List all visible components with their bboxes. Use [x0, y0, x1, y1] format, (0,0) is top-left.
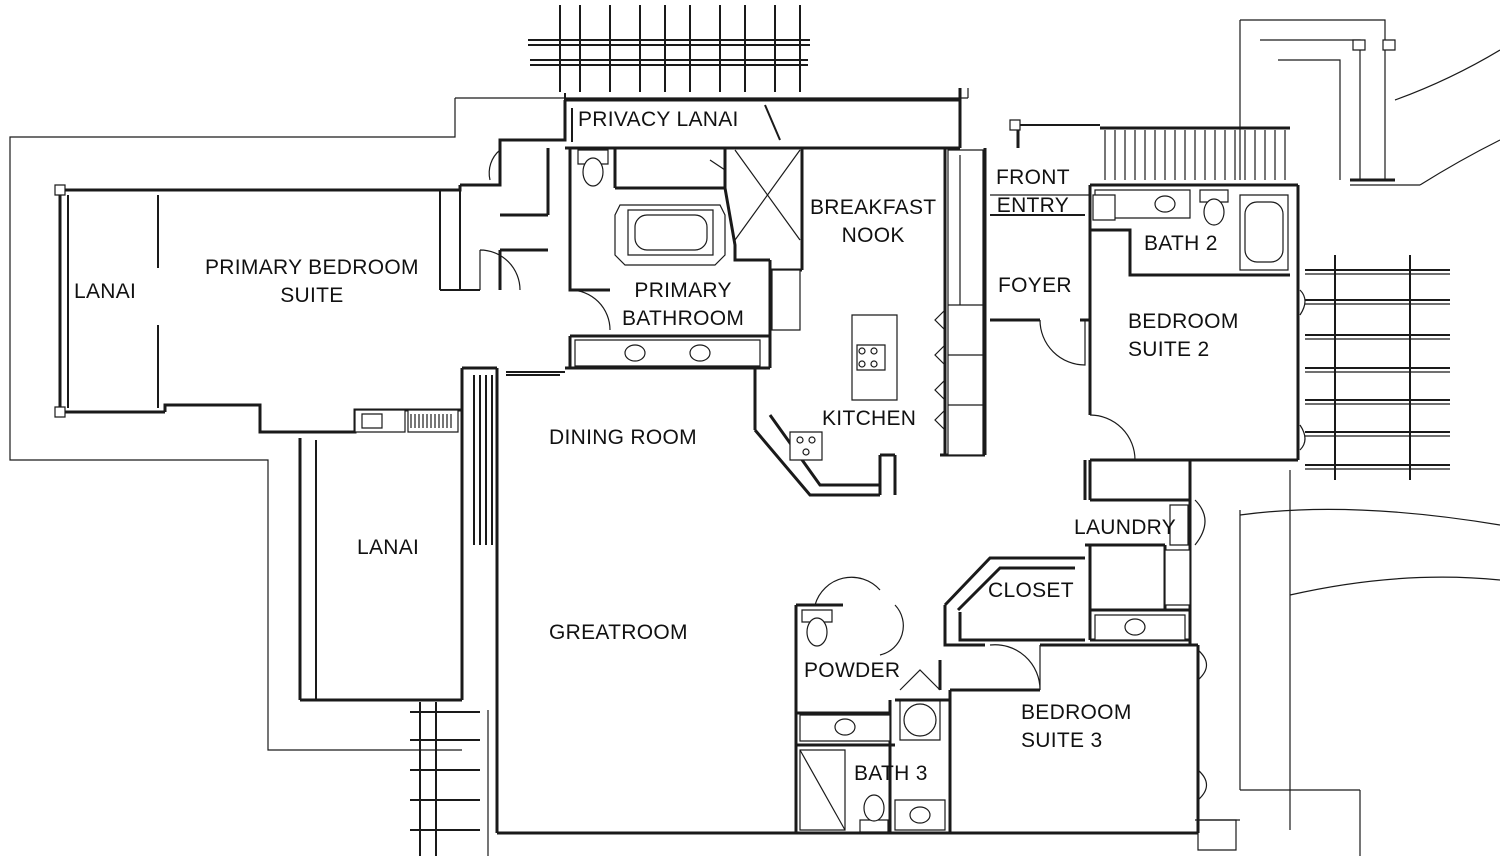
label-lanai-left: LANAI — [74, 280, 137, 303]
label-front-entry: FRONT ENTRY — [996, 164, 1070, 220]
label-breakfast-nook: BREAKFAST NOOK — [810, 194, 936, 250]
label-primary-bedroom-suite-line1: PRIMARY BEDROOM — [205, 256, 419, 279]
label-primary-bedroom-suite-line2: SUITE — [280, 284, 344, 307]
lower-pergola — [410, 702, 488, 856]
entry-door — [990, 195, 1115, 220]
label-breakfast-nook-line1: BREAKFAST — [810, 196, 937, 219]
entry-walkway — [1100, 20, 1500, 185]
label-bedroom-suite-3: BEDROOM SUITE 3 — [1021, 699, 1132, 755]
label-bedroom-suite-3-line2: SUITE 3 — [1021, 729, 1103, 752]
label-bedroom-suite-2: BEDROOM SUITE 2 — [1128, 308, 1239, 364]
label-bedroom-suite-2-line1: BEDROOM — [1128, 310, 1239, 333]
label-privacy-lanai: PRIVACY LANAI — [578, 108, 739, 131]
label-primary-bathroom-line1: PRIMARY — [634, 279, 732, 302]
right-walkway — [1195, 470, 1500, 856]
label-breakfast-nook-line2: NOOK — [841, 224, 905, 247]
label-bedroom-suite-3-line1: BEDROOM — [1021, 701, 1132, 724]
kitchen-casework — [772, 150, 983, 460]
label-kitchen: KITCHEN — [822, 407, 917, 430]
label-bedroom-suite-2-line2: SUITE 2 — [1128, 338, 1210, 361]
label-laundry: LAUNDRY — [1074, 516, 1177, 539]
label-foyer: FOYER — [998, 274, 1072, 297]
label-front-entry-line1: FRONT — [996, 166, 1070, 189]
right-pergola — [1305, 255, 1450, 480]
label-primary-bathroom: PRIMARY BATHROOM — [622, 277, 744, 333]
label-lanai-lower: LANAI — [357, 536, 420, 559]
fixtures — [355, 150, 1288, 832]
label-bath-2: BATH 2 — [1144, 232, 1218, 255]
label-powder: POWDER — [804, 659, 901, 682]
label-primary-bedroom-suite: PRIMARY BEDROOM SUITE — [205, 254, 419, 310]
privacy-lanai-screen — [572, 105, 780, 170]
label-closet: CLOSET — [988, 579, 1074, 602]
outer-terrace-outline — [10, 88, 968, 750]
label-dining-room: DINING ROOM — [549, 426, 697, 449]
top-pergola — [528, 5, 810, 92]
lanai-sliders — [474, 372, 565, 545]
label-greatroom: GREATROOM — [549, 621, 688, 644]
door-swings — [480, 150, 1305, 800]
label-primary-bathroom-line2: BATHROOM — [622, 307, 745, 330]
label-bath-3: BATH 3 — [854, 762, 928, 785]
label-front-entry-line2: ENTRY — [996, 194, 1070, 217]
